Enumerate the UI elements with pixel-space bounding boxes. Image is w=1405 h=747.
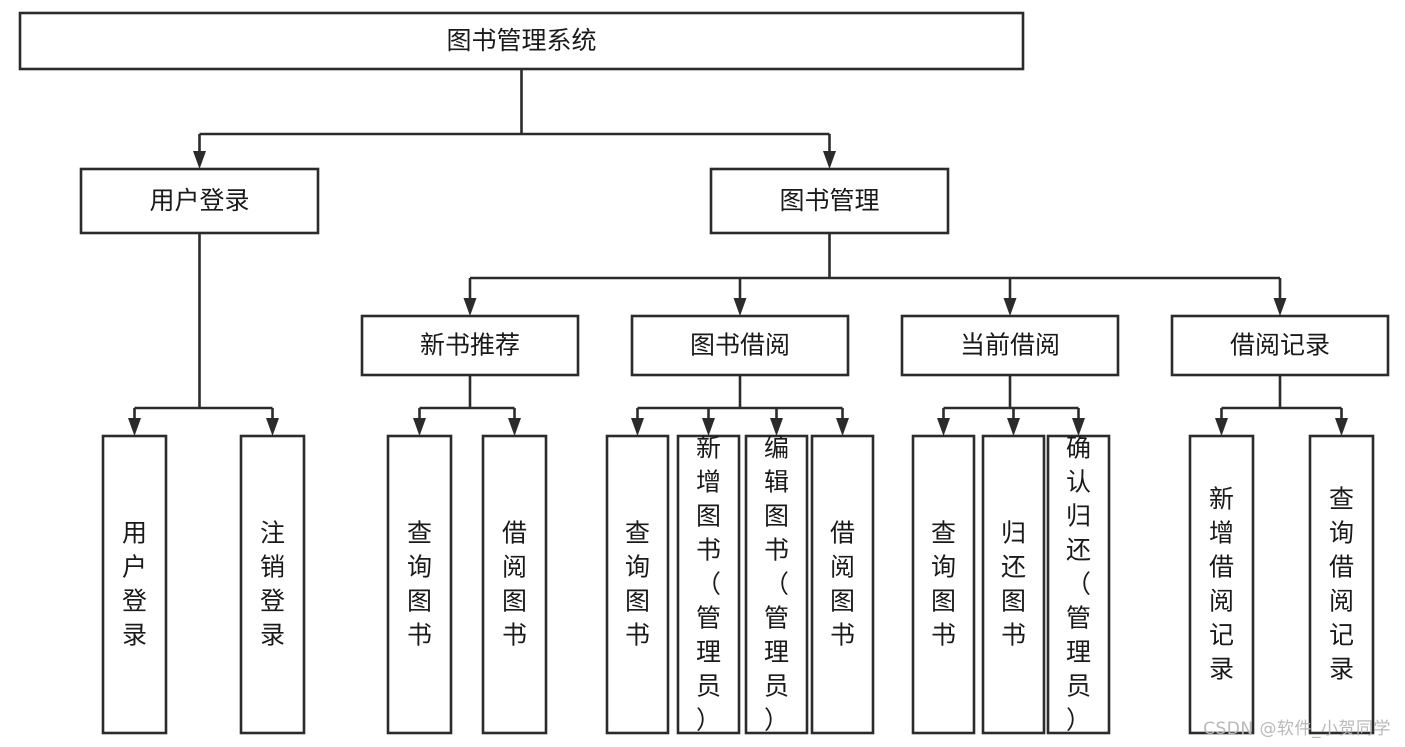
- leaf-node-借阅图书[interactable]: 借阅图书: [810, 434, 875, 735]
- arrow-to-用户登录: [193, 134, 206, 169]
- node-label: 新增图书（管理员）: [696, 434, 721, 735]
- leaf-node-查询图书[interactable]: 查询图书: [605, 434, 670, 735]
- node-layer: 图书管理系统用户登录图书管理新书推荐图书借阅当前借阅借阅记录用户登录注销登录查询…: [18, 11, 1390, 735]
- csdn-watermark: CSDN @软件_小贺同学: [1203, 719, 1391, 739]
- node-label: 图书管理: [779, 186, 879, 215]
- node-label: 确认归还（管理员）: [1066, 434, 1091, 735]
- arrow-to-leaf: [1072, 408, 1085, 436]
- node-label: 借阅图书: [502, 519, 527, 650]
- node-label: 图书管理系统: [446, 26, 596, 55]
- node-label: 编辑图书（管理员）: [764, 434, 789, 735]
- node-label: 注销登录: [260, 519, 285, 650]
- leaf-node-用户登录[interactable]: 用户登录: [101, 434, 168, 735]
- leaf-node-查询图书[interactable]: 查询图书: [386, 434, 453, 735]
- node-图书借阅[interactable]: 图书借阅: [630, 314, 850, 377]
- arrow-to-leaf: [836, 408, 849, 436]
- node-label: 新书推荐: [420, 331, 520, 360]
- leaf-node-确认归还（管理员）[interactable]: 确认归还（管理员）: [1046, 434, 1111, 735]
- arrow-to-leaf: [937, 408, 950, 436]
- node-label: 查询图书: [931, 519, 956, 650]
- arrow-to-leaf: [128, 408, 141, 436]
- arrow-to-leaf: [631, 408, 644, 436]
- leaf-node-新增图书（管理员）[interactable]: 新增图书（管理员）: [676, 434, 741, 735]
- node-label: 归还图书: [1001, 519, 1026, 650]
- arrow-to-图书管理: [823, 134, 836, 169]
- leaf-node-归还图书[interactable]: 归还图书: [981, 434, 1046, 735]
- leaf-node-新增借阅记录[interactable]: 新增借阅记录: [1188, 434, 1255, 735]
- arrow-to-leaf: [266, 408, 279, 436]
- leaf-node-编辑图书（管理员）[interactable]: 编辑图书（管理员）: [744, 434, 809, 735]
- node-label: 用户登录: [122, 519, 147, 650]
- arrow-to-leaf: [508, 408, 521, 436]
- arrow-to-leaf: [702, 408, 715, 436]
- node-label: 查询借阅记录: [1329, 485, 1354, 684]
- connector-layer: [128, 69, 1348, 436]
- arrow-to-借阅记录: [1273, 278, 1287, 316]
- arrow-to-leaf: [1215, 408, 1228, 436]
- node-label: 借阅图书: [830, 519, 855, 650]
- leaf-node-查询借阅记录[interactable]: 查询借阅记录: [1308, 434, 1375, 735]
- node-借阅记录[interactable]: 借阅记录: [1170, 314, 1390, 377]
- arrow-to-leaf: [1335, 408, 1348, 436]
- arrow-to-leaf: [413, 408, 426, 436]
- arrow-to-leaf: [770, 408, 783, 436]
- node-label: 图书借阅: [690, 331, 790, 360]
- node-label: 用户登录: [149, 186, 249, 215]
- arrow-to-当前借阅: [1003, 278, 1017, 316]
- node-label: 当前借阅: [960, 331, 1060, 360]
- node-新书推荐[interactable]: 新书推荐: [360, 314, 580, 377]
- node-label: 借阅记录: [1230, 331, 1330, 360]
- node-root-图书管理系统[interactable]: 图书管理系统: [18, 11, 1025, 71]
- node-label: 查询图书: [625, 519, 650, 650]
- leaf-node-借阅图书[interactable]: 借阅图书: [481, 434, 548, 735]
- node-label: 新增借阅记录: [1209, 485, 1234, 684]
- arrow-to-新书推荐: [463, 278, 477, 316]
- leaf-node-查询图书[interactable]: 查询图书: [911, 434, 976, 735]
- node-用户登录[interactable]: 用户登录: [79, 167, 320, 235]
- node-label: 查询图书: [407, 519, 432, 650]
- arrow-to-图书借阅: [733, 278, 747, 316]
- arrow-to-leaf: [1007, 408, 1020, 436]
- node-图书管理[interactable]: 图书管理: [709, 167, 950, 235]
- leaf-node-注销登录[interactable]: 注销登录: [239, 434, 306, 735]
- node-当前借阅[interactable]: 当前借阅: [900, 314, 1120, 377]
